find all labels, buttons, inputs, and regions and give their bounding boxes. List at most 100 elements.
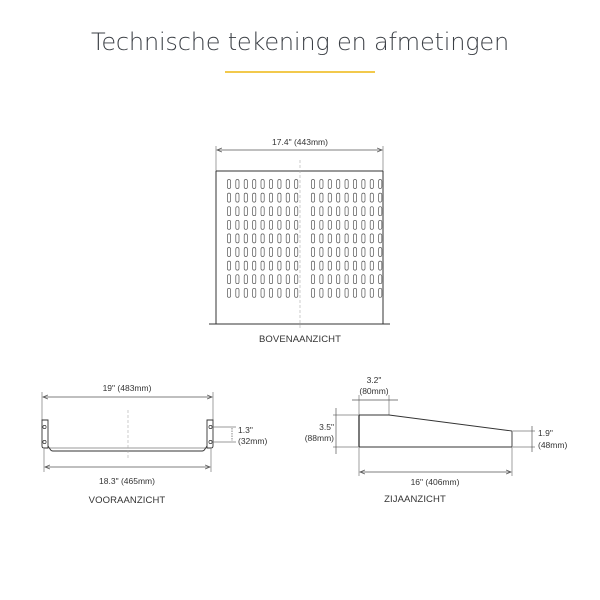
side-view: 3.2" (80mm) 3.5" (88mm) 1.9" (48mm) 16" … — [305, 375, 568, 505]
vent-slot — [277, 206, 282, 217]
side-rear-height-dimension: 1.9" (48mm) — [513, 426, 567, 452]
vent-slot — [260, 274, 265, 285]
vent-slot — [327, 206, 332, 217]
vent-slot — [369, 260, 374, 271]
vent-slot — [336, 247, 341, 257]
front-outer-width-label: 19" (483mm) — [103, 383, 152, 393]
vent-slot — [378, 287, 383, 298]
vent-slot — [327, 247, 332, 257]
vent-slot — [311, 260, 315, 271]
vent-slot — [252, 179, 257, 189]
vent-slot — [344, 206, 349, 217]
front-view-label: VOORAANZICHT — [89, 495, 166, 506]
side-front-height-dimension: 3.5" (88mm) — [305, 408, 358, 454]
vent-slot — [336, 219, 341, 230]
vent-slot — [369, 206, 374, 217]
vent-slot — [378, 206, 383, 217]
vent-slot — [344, 247, 349, 257]
vent-slot — [227, 233, 231, 244]
vent-slot — [269, 233, 273, 244]
vent-slot — [243, 219, 248, 230]
vent-slot — [319, 260, 324, 271]
vent-slot — [369, 233, 374, 244]
vent-slot — [319, 233, 324, 244]
vent-slot — [285, 247, 290, 257]
top-width-label: 17.4" (443mm) — [272, 137, 328, 147]
vent-slot — [353, 219, 357, 230]
vent-slot — [269, 247, 273, 257]
vent-slot — [344, 179, 349, 189]
vent-slot — [235, 192, 240, 203]
front-inner-width-dimension: 18.3" (465mm) — [43, 448, 212, 486]
vent-slot — [369, 274, 374, 285]
vent-slot — [294, 206, 299, 217]
vent-slot — [285, 179, 290, 189]
vent-slot — [327, 233, 332, 244]
vent-slot — [319, 287, 324, 298]
vent-slot — [361, 260, 366, 271]
vent-slot — [252, 247, 257, 257]
vent-slot — [369, 287, 374, 298]
vent-slot — [243, 260, 248, 271]
vent-slot — [353, 192, 357, 203]
vent-slot — [277, 274, 282, 285]
hole-spacing-mm: (32mm) — [238, 436, 267, 446]
vent-slot — [243, 233, 248, 244]
title-underline — [225, 71, 375, 73]
vent-slot — [319, 219, 324, 230]
vent-slot — [285, 219, 290, 230]
vent-slot — [294, 260, 299, 271]
vent-slot — [353, 274, 357, 285]
vent-slot — [369, 219, 374, 230]
vent-slot — [252, 206, 257, 217]
vent-slot — [269, 192, 273, 203]
vent-slot — [260, 179, 265, 189]
page-title: Technische tekening en afmetingen — [90, 28, 510, 56]
vent-slot — [227, 206, 231, 217]
vent-slot — [369, 247, 374, 257]
vent-slot — [361, 287, 366, 298]
vent-slot — [327, 179, 332, 189]
vent-slot — [294, 233, 299, 244]
vent-slot — [319, 247, 324, 257]
vent-slot — [285, 192, 290, 203]
vent-slot — [327, 192, 332, 203]
vent-slot — [252, 287, 257, 298]
vent-slot — [285, 260, 290, 271]
vent-slot — [235, 219, 240, 230]
vent-slot — [269, 219, 273, 230]
hole-spacing-in: 1.3" — [238, 425, 253, 435]
vent-slot — [260, 233, 265, 244]
vent-slot — [260, 287, 265, 298]
vent-slot — [277, 260, 282, 271]
vent-slot — [260, 206, 265, 217]
front-outer-width-dimension: 19" (483mm) — [41, 383, 214, 420]
vent-slot — [277, 233, 282, 244]
vent-slot — [252, 260, 257, 271]
vent-slot — [252, 274, 257, 285]
vent-slot — [252, 233, 257, 244]
vent-slot — [243, 247, 248, 257]
vent-slot — [361, 219, 366, 230]
vent-slot — [243, 192, 248, 203]
vent-slot — [336, 260, 341, 271]
vent-slot — [319, 179, 324, 189]
vent-slot — [227, 179, 231, 189]
vent-slot — [369, 192, 374, 203]
vent-slot — [269, 274, 273, 285]
vent-slot — [378, 192, 383, 203]
vent-slot — [269, 260, 273, 271]
vent-slot — [378, 247, 383, 257]
vent-slot — [277, 247, 282, 257]
vent-slot — [327, 260, 332, 271]
vent-slot — [311, 179, 315, 189]
vent-slot — [243, 287, 248, 298]
vent-slot — [319, 274, 324, 285]
vent-slot — [344, 219, 349, 230]
vent-slot — [260, 219, 265, 230]
vent-slot — [344, 260, 349, 271]
vent-slot — [285, 274, 290, 285]
vent-slot — [252, 192, 257, 203]
vent-slot — [378, 233, 383, 244]
